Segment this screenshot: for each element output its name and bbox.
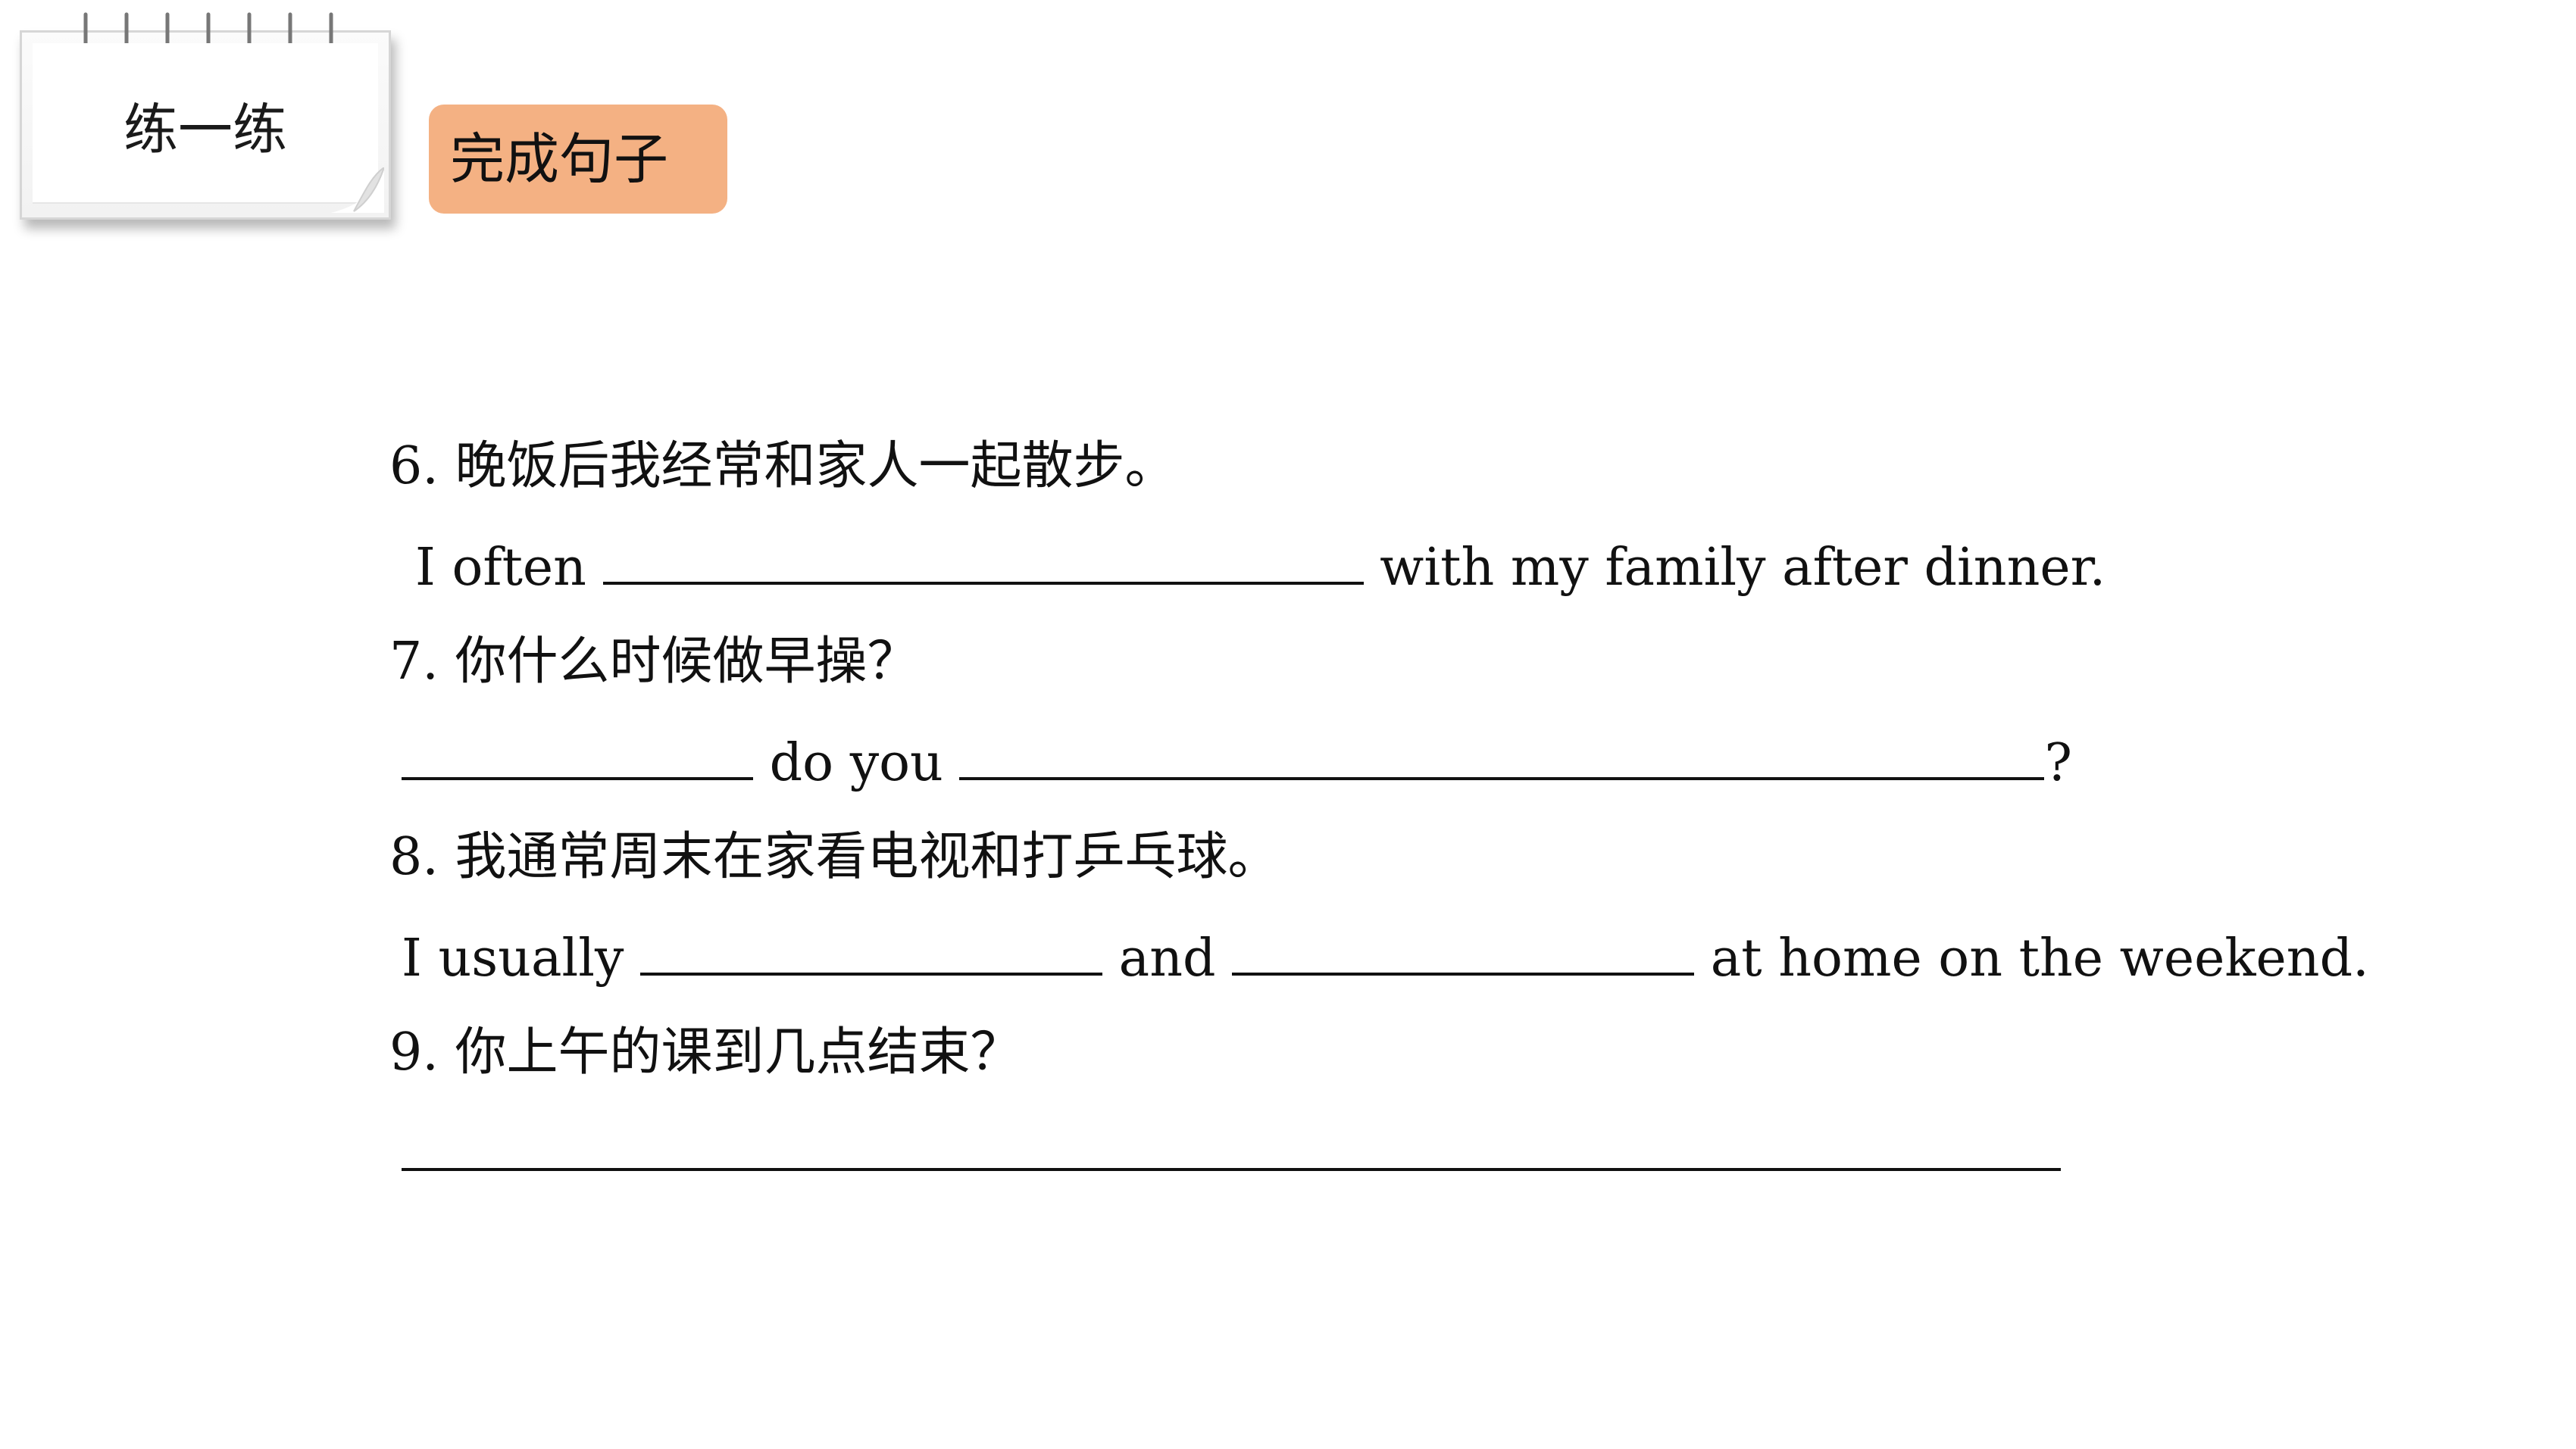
exercise-8-text-mid: and <box>1102 929 1233 988</box>
notepad-page <box>33 43 378 204</box>
page-curl-icon <box>331 167 384 213</box>
exercise-6-answer: I often with my family after dinner. <box>415 535 2106 598</box>
exercise-6-text-after: with my family after dinner. <box>1363 538 2106 598</box>
exercise-7-answer: do you ? <box>402 730 2072 794</box>
exercise-8-answer: I usually and at home on the weekend. <box>402 926 2369 989</box>
notepad-title: 练一练 <box>123 98 287 161</box>
exercise-8-blank-1[interactable] <box>640 926 1103 976</box>
exercise-8-prompt: 8. 我通常周末在家看电视和打乒乓球。 <box>389 827 1280 887</box>
notepad-card: 练一练 <box>20 12 391 220</box>
exercise-6-prompt: 6. 晚饭后我经常和家人一起散步。 <box>389 436 1177 496</box>
exercise-8-text-after: at home on the weekend. <box>1694 929 2369 988</box>
exercise-7-blank-2[interactable] <box>959 730 2045 780</box>
exercise-7-blank-1[interactable] <box>402 730 753 780</box>
exercise-7-text-mid: do you <box>753 733 960 793</box>
exercise-9-answer <box>402 1121 2061 1185</box>
exercise-7-prompt: 7. 你什么时候做早操？ <box>389 632 919 692</box>
exercise-7-text-after: ? <box>2044 733 2072 793</box>
exercise-8-text-before: I usually <box>402 929 641 988</box>
exercise-6-text-before: I often <box>415 538 603 598</box>
exercise-8-blank-2[interactable] <box>1232 926 1695 976</box>
exercise-9-blank[interactable] <box>402 1121 2061 1171</box>
exercise-6-blank[interactable] <box>602 535 1364 585</box>
section-badge: 完成句子 <box>429 105 727 214</box>
exercise-9-prompt: 9. 你上午的课到几点结束？ <box>389 1023 1022 1082</box>
